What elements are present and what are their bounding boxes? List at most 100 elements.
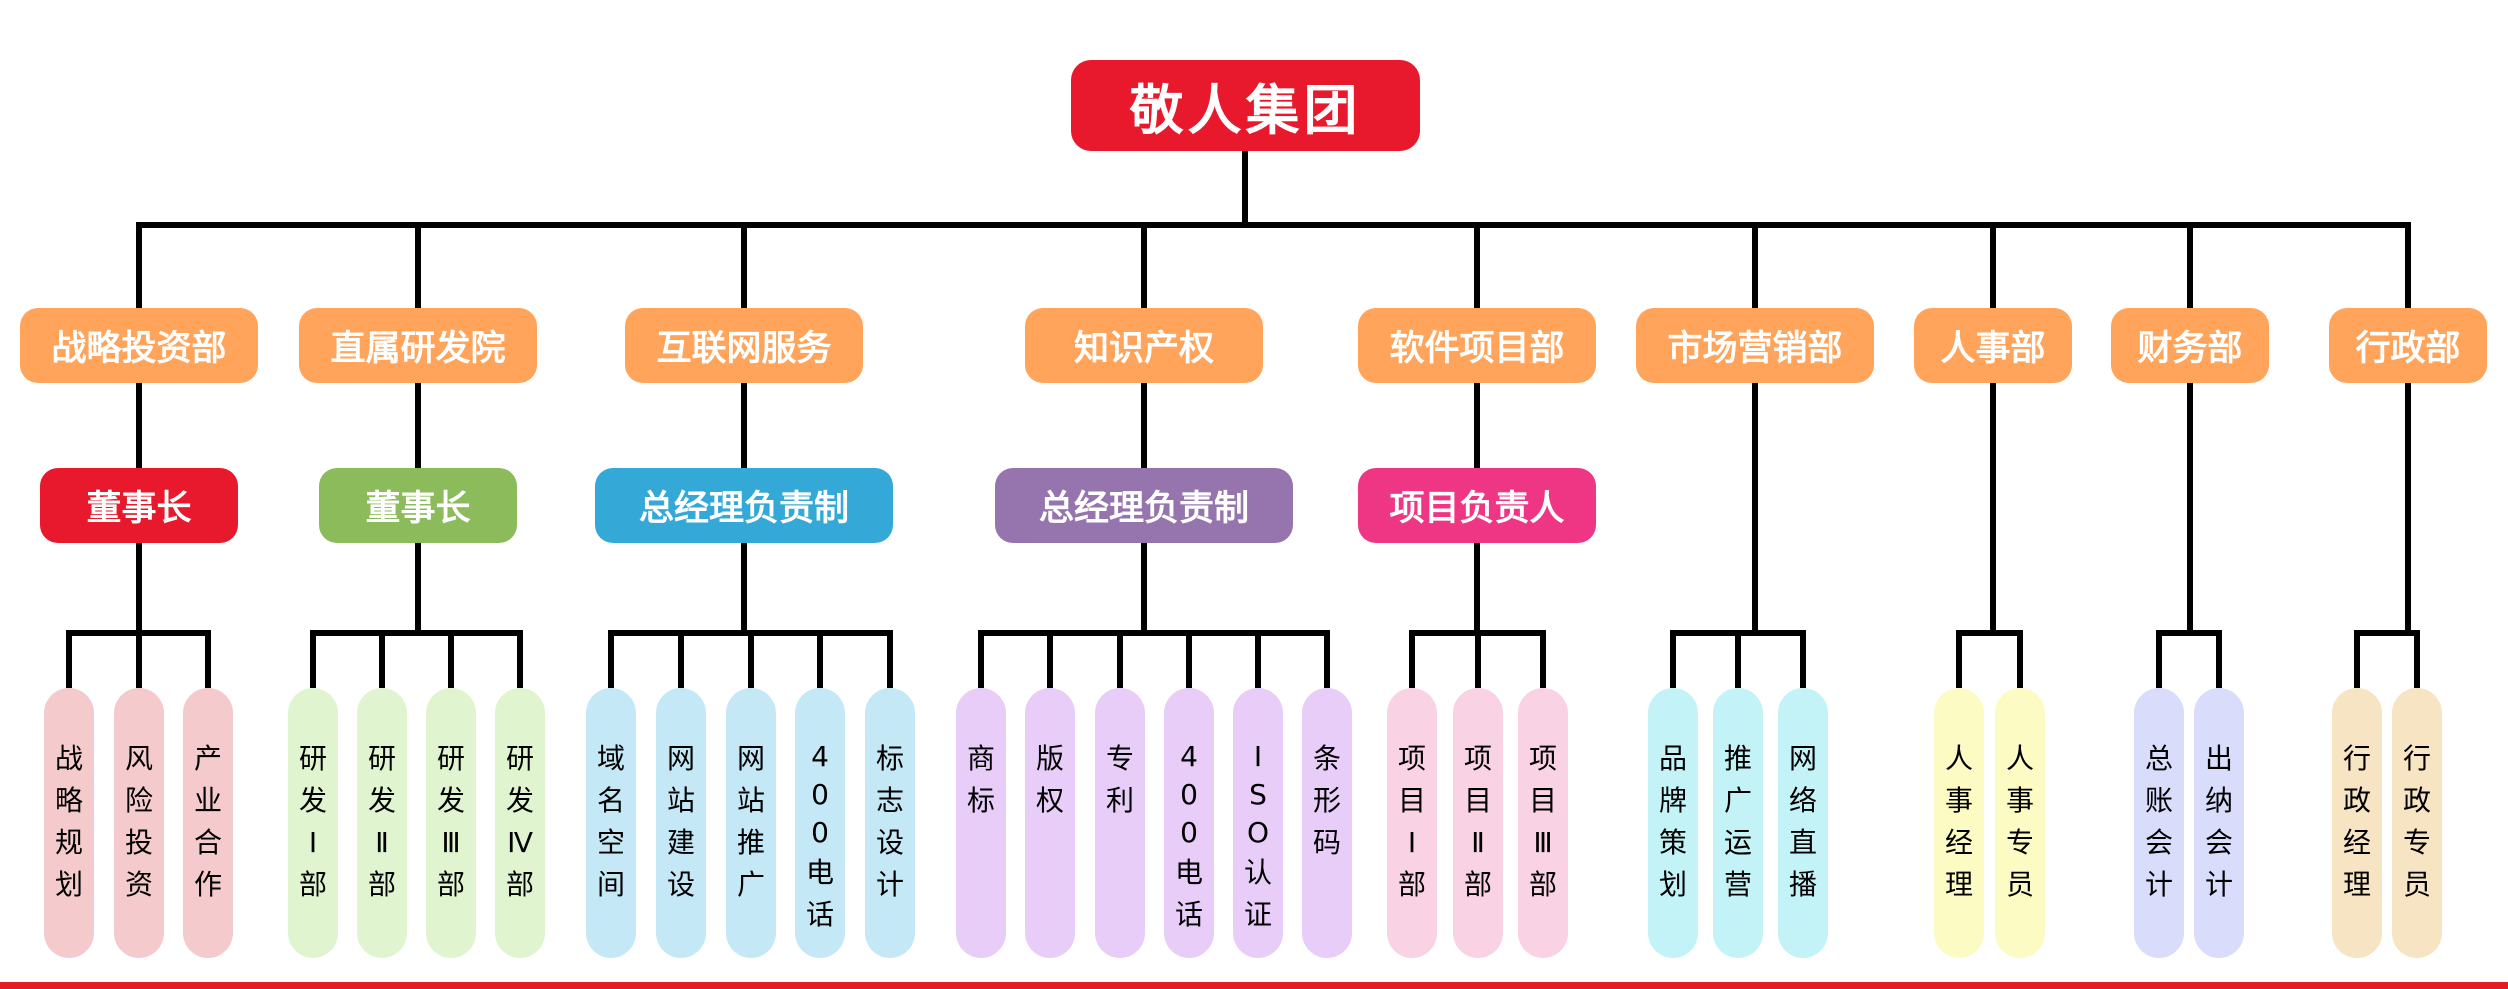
unit-char: 条 xyxy=(1312,742,1341,775)
unit-char: 推 xyxy=(736,826,765,859)
dept-stem-line xyxy=(2187,383,2193,630)
unit-char: 空 xyxy=(596,826,625,859)
manager-node: 总经理负责制 xyxy=(995,468,1293,543)
dept-stem-line xyxy=(1990,383,1996,630)
unit-pill: 条形码 xyxy=(1302,688,1352,958)
unit-pill: 域名空间 xyxy=(586,688,636,958)
unit-char: I xyxy=(1253,740,1263,773)
unit-char: 0 xyxy=(1180,816,1198,849)
dept-label: 财务部 xyxy=(2137,329,2243,369)
unit-pill: 总账会计 xyxy=(2134,688,2184,958)
unit-pill: 网站建设 xyxy=(656,688,706,958)
unit-char: 0 xyxy=(811,816,829,849)
dept-connector-line xyxy=(415,222,421,308)
dept-label: 互联网服务 xyxy=(656,329,832,369)
unit-connector-line xyxy=(1255,630,1261,688)
unit-pill: 专利 xyxy=(1095,688,1145,958)
manager-node: 项目负责人 xyxy=(1358,468,1596,543)
unit-connector-line xyxy=(2017,630,2023,688)
unit-connector-line xyxy=(2156,630,2162,688)
unit-char: 纳 xyxy=(2204,784,2233,817)
unit-char: 营 xyxy=(1723,868,1752,901)
dept-connector-line xyxy=(1474,222,1480,308)
unit-connector-line xyxy=(379,630,385,688)
unit-pill: 人事专员 xyxy=(1995,688,2045,958)
dept-node: 知识产权 xyxy=(1025,308,1263,383)
unit-char: 专 xyxy=(2402,826,2431,859)
unit-char: 险 xyxy=(124,784,153,817)
unit-char: 品 xyxy=(1658,742,1687,775)
unit-char: 账 xyxy=(2144,784,2173,817)
unit-char: 事 xyxy=(2005,784,2034,817)
unit-char: 发 xyxy=(367,784,396,817)
dept-label: 直属研发院 xyxy=(330,329,506,369)
unit-connector-line xyxy=(608,630,614,688)
unit-char: 0 xyxy=(811,778,829,811)
unit-char: 总 xyxy=(2144,742,2173,775)
unit-connector-line xyxy=(1324,630,1330,688)
unit-char: 投 xyxy=(124,826,153,859)
root-node-company: 敬人集团 xyxy=(1071,60,1420,151)
dept-label: 战略投资部 xyxy=(51,329,227,369)
unit-char: 牌 xyxy=(1658,784,1687,817)
unit-char: 项 xyxy=(1528,742,1557,775)
unit-char: 发 xyxy=(436,784,465,817)
unit-char: 部 xyxy=(1528,868,1557,901)
unit-connector-line xyxy=(817,630,823,688)
unit-char: 码 xyxy=(1312,826,1341,859)
dept-label: 行政部 xyxy=(2355,329,2461,369)
unit-char: 电 xyxy=(1174,856,1203,889)
manager-node: 董事长 xyxy=(319,468,517,543)
root-connector-line xyxy=(1242,150,1248,228)
unit-char: 行 xyxy=(2402,742,2431,775)
unit-connector-line xyxy=(1117,630,1123,688)
dept-connector-line xyxy=(2405,222,2411,308)
unit-char: Ⅰ xyxy=(1407,826,1417,859)
unit-pill: 标志设计 xyxy=(865,688,915,958)
unit-char: 事 xyxy=(1944,784,1973,817)
dept-node: 软件项目部 xyxy=(1358,308,1596,383)
dept-connector-line xyxy=(1752,222,1758,308)
unit-connector-line xyxy=(1409,630,1415,688)
unit-char: 利 xyxy=(1105,784,1134,817)
unit-char: 形 xyxy=(1312,784,1341,817)
unit-char: Ⅲ xyxy=(1533,826,1553,859)
unit-connector-line xyxy=(66,630,72,688)
unit-char: 目 xyxy=(1463,784,1492,817)
unit-char: 标 xyxy=(875,742,904,775)
unit-char: 目 xyxy=(1397,784,1426,817)
unit-connector-line xyxy=(2354,630,2360,688)
dept-node: 财务部 xyxy=(2111,308,2269,383)
unit-char: 版 xyxy=(1035,742,1064,775)
unit-char: 战 xyxy=(54,742,83,775)
unit-char: 政 xyxy=(2342,784,2371,817)
dept-node: 直属研发院 xyxy=(299,308,537,383)
dept-connector-line xyxy=(2187,222,2193,308)
unit-pill: 行政经理 xyxy=(2332,688,2382,958)
unit-connector-line xyxy=(1475,630,1481,688)
unit-char: 建 xyxy=(666,826,695,859)
unit-char: 会 xyxy=(2144,826,2173,859)
unit-pill: 网络直播 xyxy=(1778,688,1828,958)
sub-bus-line xyxy=(66,630,211,636)
unit-char: Ⅱ xyxy=(375,826,389,859)
sub-bus-line xyxy=(310,630,523,636)
unit-char: 0 xyxy=(1180,778,1198,811)
unit-char: 直 xyxy=(1788,826,1817,859)
unit-char: Ⅲ xyxy=(441,826,461,859)
manager-label: 总经理负责制 xyxy=(638,489,849,529)
sub-bus-line xyxy=(608,630,893,636)
unit-connector-line xyxy=(2414,630,2420,688)
manager-node: 总经理负责制 xyxy=(595,468,893,543)
unit-char: 网 xyxy=(736,742,765,775)
manager-label: 董事长 xyxy=(86,489,192,529)
unit-char: 推 xyxy=(1723,742,1752,775)
unit-connector-line xyxy=(205,630,211,688)
sub-bus-line xyxy=(1409,630,1546,636)
unit-connector-line xyxy=(448,630,454,688)
